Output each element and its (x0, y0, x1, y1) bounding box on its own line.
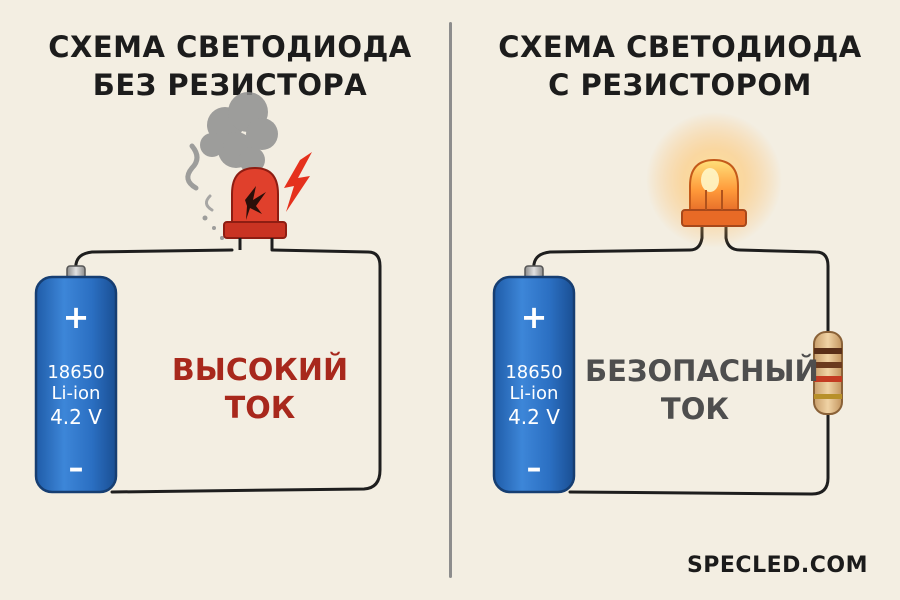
high-current-label: ВЫСОКИЙ ТОК (160, 352, 360, 428)
left-battery-chem: Li-ion (52, 383, 101, 404)
left-battery-voltage: 4.2 V (50, 405, 102, 429)
left-title-line1: СХЕМА СВЕТОДИОДА (48, 30, 412, 64)
left-battery-minus: – (69, 451, 84, 486)
left-panel-title: СХЕМА СВЕТОДИОДА БЕЗ РЕЗИСТОРА (20, 28, 440, 104)
right-battery-capacity: 18650 (505, 362, 562, 383)
battery-icon: + 18650 Li-ion 4.2 V – (492, 265, 576, 494)
brand-watermark: SPECLED.COM (686, 553, 868, 578)
panel-divider (449, 22, 452, 578)
spark-icon (284, 152, 312, 212)
glowing-led-icon (646, 112, 782, 248)
high-current-line2: ТОК (224, 391, 296, 426)
left-wire-top-left (74, 248, 234, 272)
right-wire-top-right (724, 224, 830, 338)
right-battery-body (492, 275, 576, 494)
resistor-icon (813, 331, 843, 415)
right-title-line2: С РЕЗИСТОРОМ (548, 68, 812, 102)
smoke-icon (185, 92, 278, 240)
burnt-led-icon (223, 166, 287, 250)
battery-icon: + 18650 Li-ion 4.2 V – (34, 265, 118, 494)
right-panel-title: СХЕМА СВЕТОДИОДА С РЕЗИСТОРОМ (470, 28, 890, 104)
right-battery-chem: Li-ion (510, 383, 559, 404)
left-wire-loop (110, 248, 382, 494)
right-wire-bottom (568, 408, 830, 496)
high-current-line1: ВЫСОКИЙ (171, 353, 349, 388)
left-title-line2: БЕЗ РЕЗИСТОРА (92, 68, 368, 102)
safe-current-line1: БЕЗОПАСНЫЙ (585, 354, 819, 388)
safe-current-line2: ТОК (660, 392, 730, 426)
left-battery-plus: + (63, 298, 90, 336)
left-battery-body (34, 275, 118, 494)
right-title-line1: СХЕМА СВЕТОДИОДА (498, 30, 862, 64)
safe-current-label: БЕЗОПАСНЫЙ ТОК (585, 352, 819, 428)
right-battery-minus: – (527, 451, 542, 486)
left-battery-capacity: 18650 (47, 362, 104, 383)
right-battery-voltage: 4.2 V (508, 405, 560, 429)
right-battery-plus: + (521, 298, 548, 336)
